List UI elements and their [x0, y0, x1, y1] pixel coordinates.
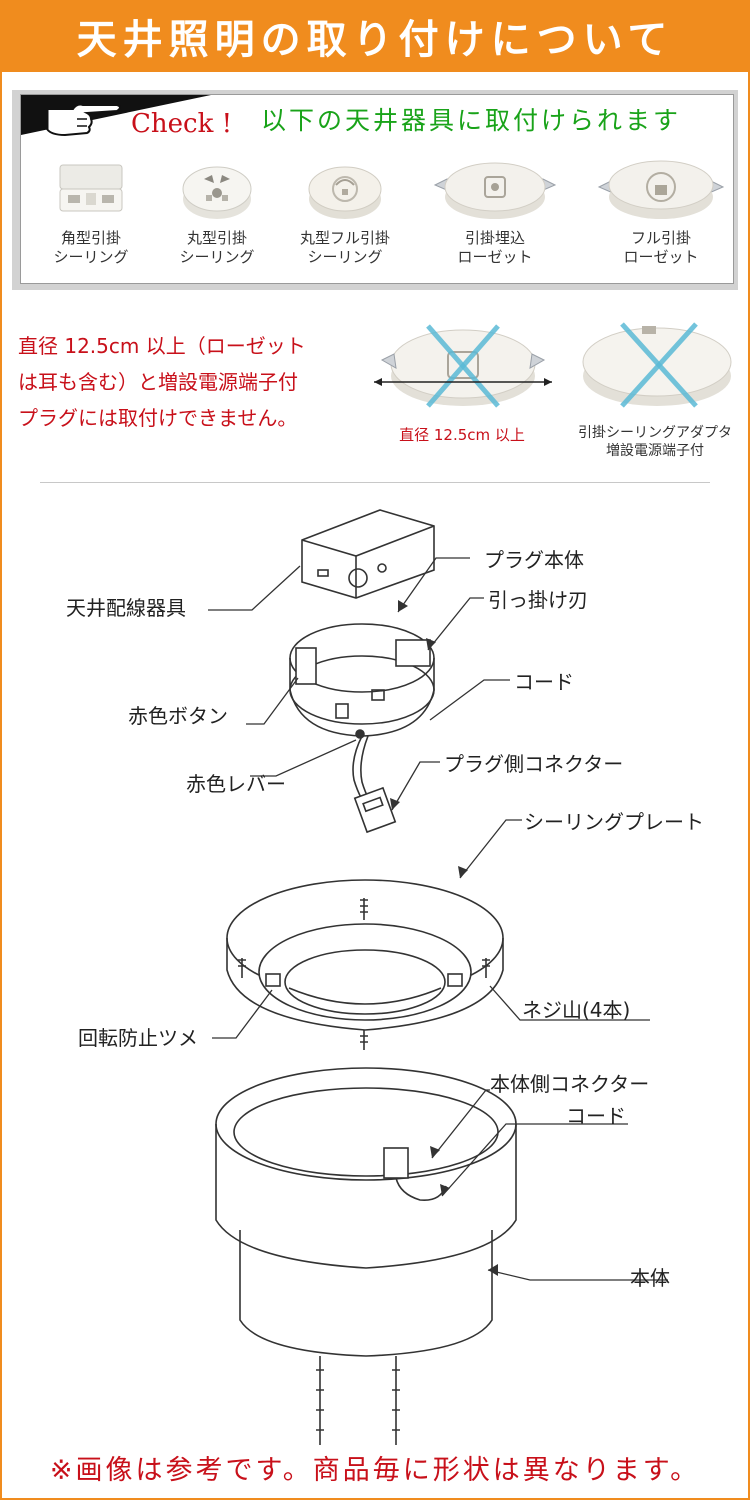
fixture-label-4a: 引掛埋込	[464, 229, 525, 247]
fixture-label-3b: シーリング	[307, 248, 383, 266]
warning-line-3: プラグには取付けできません。	[18, 406, 298, 430]
fixture-round-ceiling: 丸型引掛 シーリング	[147, 155, 287, 267]
leader-arrowheads	[390, 600, 498, 1276]
fixture-full-rosette: フル引掛 ローゼット	[591, 155, 731, 267]
chain-drawing	[316, 1356, 400, 1445]
label-anti-rotation: 回転防止ツメ	[78, 1026, 198, 1050]
leader-lines	[208, 557, 668, 1281]
fixture-label-1b: シーリング	[53, 248, 129, 266]
label-body: 本体	[630, 1266, 670, 1290]
warning-line-2: は耳も含む）と増設電源端子付	[18, 370, 298, 394]
label-body-connector: 本体側コネクター	[490, 1072, 650, 1096]
label-cord-top: コード	[514, 670, 574, 694]
label-ceiling-fixture: 天井配線器具	[66, 596, 186, 620]
ceiling-plate-drawing	[226, 879, 504, 1050]
section-divider	[40, 482, 710, 483]
full-rosette-image	[597, 160, 725, 219]
warning-line-1: 直径 12.5cm 以上（ローゼット	[18, 334, 306, 358]
check-box: Check ! 以下の天井器具に取付けられます 角型引掛 シーリング	[20, 94, 734, 284]
plug-body-drawing	[289, 623, 435, 739]
warning-text: 直径 12.5cm 以上（ローゼット は耳も含む）と増設電源端子付 プラグには取…	[18, 328, 358, 436]
fixture-label-2b: シーリング	[179, 248, 255, 266]
large-rosette-crossed-image	[374, 324, 552, 408]
caption-adapter-line-2: 増設電源端子付	[606, 443, 704, 459]
square-ceiling-image	[59, 164, 123, 212]
fixture-label-4b: ローゼット	[457, 248, 533, 266]
label-screw-thread: ネジ山(4本)	[522, 998, 631, 1022]
label-red-lever: 赤色レバー	[186, 772, 286, 796]
footer-note: ※画像は参考です。商品毎に形状は異なります。	[49, 1455, 701, 1486]
full-round-ceiling-image	[308, 166, 382, 219]
adapter-crossed-image	[582, 322, 732, 408]
fixture-label-1a: 角型引掛	[60, 229, 121, 247]
pointing-hand-icon	[45, 103, 121, 137]
fixture-embedded-rosette: 引掛埋込 ローゼット	[425, 155, 565, 267]
embedded-rosette-image	[433, 162, 557, 219]
fixture-label-5a: フル引掛	[630, 229, 691, 247]
caption-diameter: 直径 12.5cm 以上	[399, 426, 525, 444]
label-plug-connector: プラグ側コネクター	[444, 752, 624, 776]
check-label: Check !	[131, 109, 233, 139]
label-hook-blade: 引っ掛け刃	[488, 588, 588, 612]
label-ceiling-plate: シーリングプレート	[524, 810, 704, 834]
assembly-diagram	[208, 509, 668, 1445]
fixture-label-3a: 丸型フル引掛	[299, 229, 390, 247]
caption-adapter-line-1: 引掛シーリングアダプタ	[578, 425, 732, 441]
fixture-label-2a: 丸型引掛	[186, 229, 247, 247]
header-banner: 天井照明の取り付けについて	[0, 0, 750, 72]
fixture-square-ceiling: 角型引掛 シーリング	[21, 155, 161, 267]
check-title: 以下の天井器具に取付けられます	[261, 106, 682, 135]
label-cord-bottom: コード	[566, 1104, 626, 1128]
fixture-label-5b: ローゼット	[623, 248, 699, 266]
body-drawing	[215, 1067, 517, 1357]
label-plug-body: プラグ本体	[484, 548, 584, 572]
fixture-full-round-ceiling: 丸型フル引掛 シーリング	[275, 155, 415, 267]
page-title: 天井照明の取り付けについて	[76, 17, 674, 63]
ceiling-fixture-drawing	[301, 509, 435, 599]
check-panel: Check ! 以下の天井器具に取付けられます 角型引掛 シーリング	[12, 90, 738, 290]
caption-adapter: 引掛シーリングアダプタ 増設電源端子付	[562, 424, 748, 460]
round-ceiling-image	[182, 166, 252, 219]
label-red-button: 赤色ボタン	[128, 704, 228, 728]
plug-connector-drawing	[353, 786, 397, 834]
